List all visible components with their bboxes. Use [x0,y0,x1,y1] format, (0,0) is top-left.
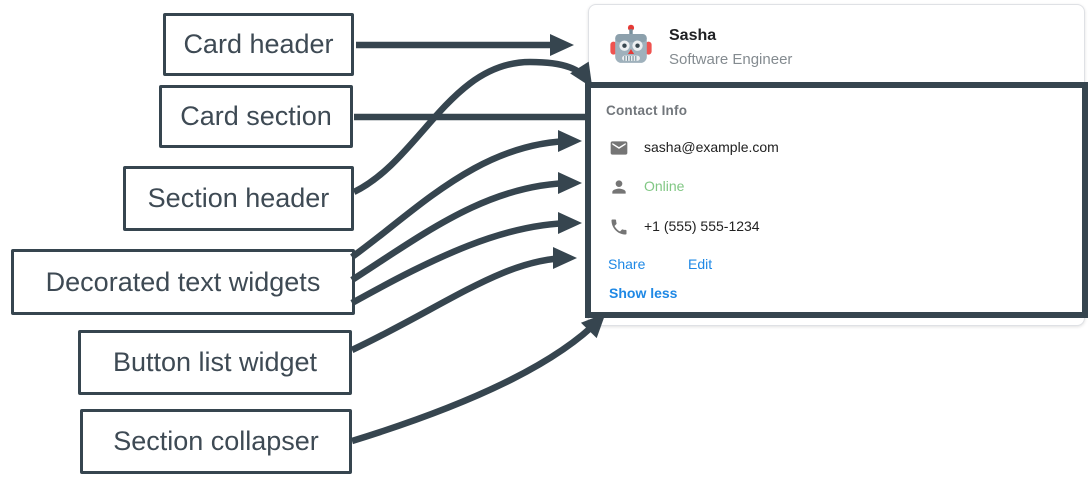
email-icon [610,141,628,155]
label-section-collapser-text: Section collapser [113,426,319,456]
label-decorated-text-widgets: Decorated text widgets [11,249,355,315]
label-section-header-text: Section header [147,183,330,213]
phone-icon [611,219,627,235]
arrow-section-collapser [351,313,606,445]
email-text: sasha@example.com [644,139,779,155]
phone-text: +1 (555) 555-1234 [644,218,760,234]
label-decorated-text-widgets-text: Decorated text widgets [45,266,321,297]
edit-button[interactable]: Edit [688,256,713,272]
show-less-button[interactable]: Show less [609,285,678,301]
label-button-list-widget-text: Button list widget [112,347,318,377]
person-icon [612,180,626,194]
label-card-header-text: Card header [183,29,334,59]
card-title: Sasha [669,27,717,44]
label-card-section-text: Card section [180,101,332,131]
arrow-decorated-email [350,130,582,260]
arrow-decorated-online [350,172,582,283]
label-section-collapser: Section collapser [80,409,352,474]
robot-avatar-icon [610,24,652,63]
label-button-list-widget: Button list widget [78,330,352,395]
arrow-decorated-phone [350,212,582,306]
share-button[interactable]: Share [608,256,646,272]
arrow-section-header [352,58,593,195]
label-card-header: Card header [163,13,354,76]
arrow-button-list [350,247,577,353]
label-section-header: Section header [123,166,354,231]
section-header-title: Contact Info [606,103,688,118]
status-text: Online [644,178,685,194]
contact-card: Sasha Software Engineer Contact Info sas… [588,4,1085,326]
label-card-section: Card section [159,85,353,148]
card-subtitle: Software Engineer [669,51,793,68]
